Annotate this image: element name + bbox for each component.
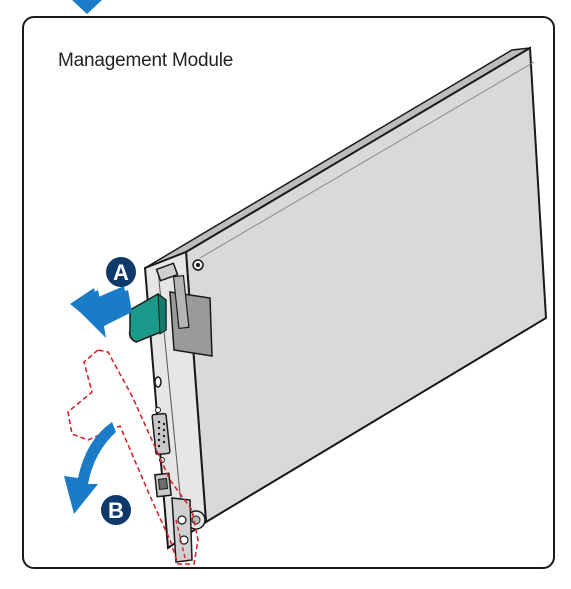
bottom-handle xyxy=(171,497,193,563)
serial-screw-top xyxy=(155,407,161,413)
serial-pins xyxy=(157,420,166,448)
arrow-a-shaft xyxy=(72,290,132,338)
lever-open-outline-inner xyxy=(175,519,187,563)
module-side-face xyxy=(184,46,548,524)
latch-square xyxy=(155,262,179,282)
module-ridge-line xyxy=(199,61,535,259)
handle-hole-bottom xyxy=(179,535,189,545)
reset-hole-icon xyxy=(154,376,162,388)
lever-open-outline xyxy=(67,349,199,565)
callout-a-badge xyxy=(106,257,136,287)
lever-slot xyxy=(172,274,190,330)
arrow-b-icon xyxy=(64,422,116,514)
handle-hole-top xyxy=(177,515,187,525)
diagram-title: Management Module xyxy=(58,50,234,71)
ethernet-jack xyxy=(157,478,169,490)
serial-port-icon xyxy=(151,412,171,456)
status-led-core xyxy=(196,263,200,267)
callout-b-label: B xyxy=(108,498,124,523)
callout-b-badge xyxy=(101,495,131,525)
top-arrow-tip xyxy=(72,0,102,14)
callout-a-label: A xyxy=(113,260,129,285)
lever-side xyxy=(157,292,167,335)
